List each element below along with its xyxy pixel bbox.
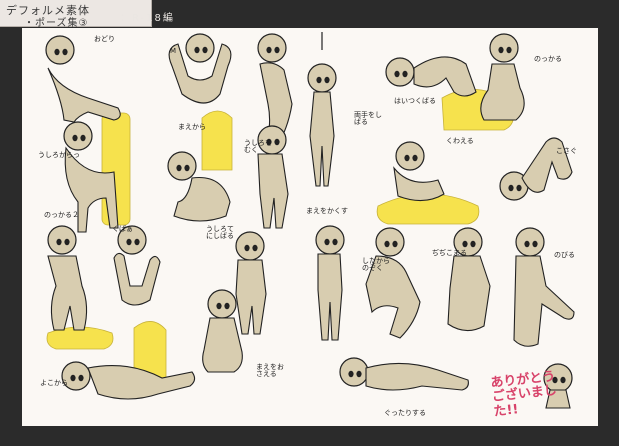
pose-label: のっかる (534, 55, 562, 63)
pose-sheet: おどり M のっかる はいつくばる 両手をしばる うしろからっ まえから うしろ… (22, 28, 598, 426)
figure-from-side (61, 361, 196, 400)
pose-label: うしろてにしばる (206, 225, 234, 241)
pose-label: よこから (40, 379, 68, 387)
figure-small-corner (543, 363, 573, 409)
figure-hands-tied-back (235, 231, 267, 335)
figure-spreading (113, 225, 161, 306)
title-tab: デフォルメ素体 ・ポーズ集③ (0, 0, 152, 29)
figure-crawling (385, 56, 477, 97)
figure-dancing (45, 35, 121, 123)
pose-label: ぢぢこまる (432, 249, 467, 257)
title-line-1: デフォルメ素体 (6, 4, 90, 17)
figure-mounting-2 (47, 225, 88, 331)
figure-mounting (480, 33, 525, 121)
pose-label: くぱぁ (112, 225, 133, 233)
figure-stretching (513, 227, 575, 347)
pose-label: まえをおさえる (256, 363, 284, 379)
figure-m-pose (168, 33, 232, 104)
figure-covering-front (315, 225, 345, 341)
pose-label: したからのぞく (362, 257, 390, 273)
pose-label: ぐったりする (384, 409, 426, 417)
pose-illustrations (45, 32, 575, 409)
pose-label: くわえる (446, 137, 474, 145)
figure-peek-from-below (365, 227, 421, 339)
pose-label: まえから (178, 123, 206, 131)
title-line-2: ・ポーズ集③ (24, 18, 89, 29)
figure-sitting-back (257, 33, 293, 145)
figure-facing-back (257, 125, 289, 229)
figure-hands-tied (307, 32, 337, 187)
figure-licking (393, 141, 445, 202)
pose-label: はいつくばる (394, 97, 436, 105)
figure-pressing-front (202, 289, 243, 373)
pose-label: のびる (554, 251, 575, 259)
pose-label: のっかる２ (44, 211, 79, 219)
thanks-message: ありがとうございました!! (489, 369, 558, 420)
pose-label: うしろからっ (38, 151, 80, 159)
figure-exhausted (339, 357, 469, 391)
pose-label: うしろをむく (244, 139, 272, 155)
pose-label: 両手をしばる (354, 111, 382, 127)
figure-from-front (167, 151, 231, 222)
figure-crouching (447, 227, 491, 332)
figure-lying-legs-up (499, 137, 573, 201)
pose-label: まえをかくす (306, 207, 348, 215)
pose-label: M (170, 47, 177, 55)
title-tag: ：R-18編 (120, 13, 175, 24)
figure-from-behind (63, 121, 119, 233)
pose-label: こさぐ (556, 147, 577, 155)
pose-label: おどり (94, 35, 115, 43)
